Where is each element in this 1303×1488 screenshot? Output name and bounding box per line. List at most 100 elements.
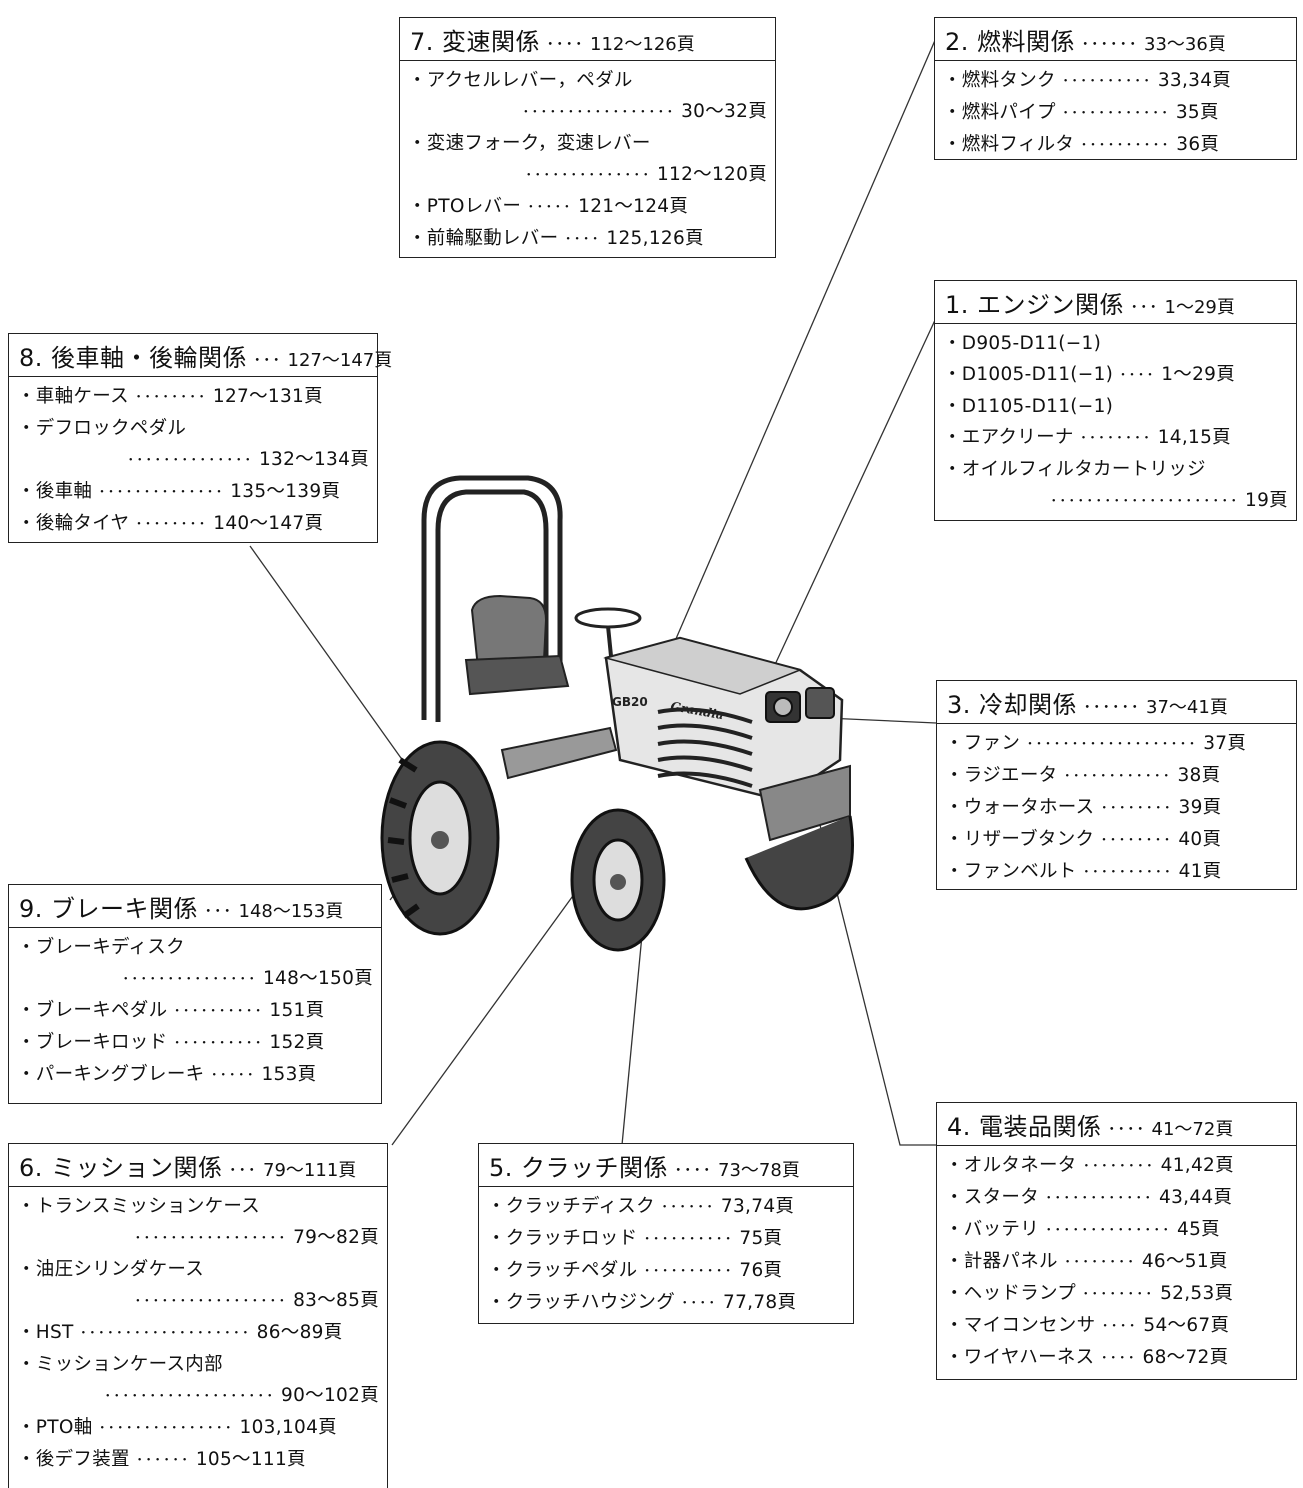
list-item: ・リザーブタンク････････40頁 bbox=[945, 829, 1222, 850]
section-pages: 1～29頁 bbox=[1164, 297, 1235, 318]
list-item: ・パーキングブレーキ･････153頁 bbox=[17, 1064, 317, 1085]
section-title: 9. ブレーキ関係 bbox=[19, 895, 199, 923]
list-item: ・ファン･･･････････････････37頁 bbox=[945, 733, 1247, 754]
section-box-fuel: 2. 燃料関係･･････33～36頁 ・燃料タンク･･････････33,3… bbox=[934, 17, 1297, 160]
list-item: ・バッテリ･･････････････45頁 bbox=[945, 1219, 1220, 1240]
list-item: ・D905-D11(−1) bbox=[943, 333, 1102, 354]
model-badge: GB20 bbox=[612, 695, 648, 709]
list-item: ・後車軸･･････････････135～139頁 bbox=[17, 481, 341, 502]
list-item: ･････････････････30～32頁 bbox=[522, 101, 767, 122]
list-item: ・D1105-D11(−1) bbox=[943, 396, 1114, 417]
seat-icon bbox=[464, 594, 570, 696]
dot-leader: ･･････ bbox=[1081, 35, 1139, 55]
headlight-icon bbox=[765, 687, 835, 723]
list-item: ・デフロックペダル bbox=[17, 418, 187, 439]
list-item: ・ブレーキペダル･･････････151頁 bbox=[17, 1000, 325, 1021]
list-item: ・PTOレバー･････121～124頁 bbox=[408, 196, 689, 217]
list-item: ・クラッチハウジング････77,78頁 bbox=[487, 1292, 797, 1313]
list-item: ・D1005-D11(−1)････1～29頁 bbox=[943, 364, 1236, 385]
list-item: ・ラジエータ････････････38頁 bbox=[945, 765, 1221, 786]
item-list: ・オルタネータ････････41,42頁 ・スタータ････････････4… bbox=[937, 1146, 1296, 1378]
list-item: ・後デフ装置･･････105～111頁 bbox=[17, 1449, 306, 1470]
section-pages: 112～126頁 bbox=[590, 34, 695, 55]
item-list: ・クラッチディスク･･････73,74頁 ・クラッチロッド･･････････… bbox=[479, 1187, 853, 1323]
section-box-engine: 1. エンジン関係･･･1～29頁 ・D905-D11(−1) ・D1005-D… bbox=[934, 280, 1297, 521]
section-title: 7. 変速関係 bbox=[410, 28, 541, 56]
dot-leader: ･･････ bbox=[1083, 698, 1141, 718]
section-pages: 148～153頁 bbox=[238, 901, 344, 922]
dot-leader: ････ bbox=[546, 35, 585, 55]
section-title: 5. クラッチ関係 bbox=[489, 1154, 669, 1182]
list-item: ・アクセルレバー，ペダル bbox=[408, 70, 633, 91]
list-item: ・クラッチロッド･･････････75頁 bbox=[487, 1228, 783, 1249]
section-title: 1. エンジン関係 bbox=[945, 291, 1125, 319]
item-list: ・ファン･･･････････････････37頁 ・ラジエータ･･･････… bbox=[937, 724, 1296, 892]
list-item: ・マイコンセンサ････54～67頁 bbox=[945, 1315, 1230, 1336]
list-item: ･････････････････79～82頁 bbox=[134, 1227, 379, 1248]
section-box-brake: 9. ブレーキ関係･･･148～153頁 ・ブレーキディスク ･････････… bbox=[8, 884, 382, 1104]
rear-wheel-icon bbox=[380, 740, 500, 936]
list-item: ・後輪タイヤ････････140～147頁 bbox=[17, 513, 324, 534]
section-header: 3. 冷却関係･･････37～41頁 bbox=[937, 681, 1296, 724]
rops-frame-icon bbox=[421, 475, 563, 722]
list-item: ・燃料パイプ････････････35頁 bbox=[943, 102, 1219, 123]
list-item: ・変速フォーク，変速レバー bbox=[408, 133, 651, 154]
list-item: ・前輪駆動レバー････125,126頁 bbox=[408, 228, 704, 249]
list-item: ･････････････････83～85頁 bbox=[134, 1290, 379, 1311]
list-item: ・ワイヤハーネス････68～72頁 bbox=[945, 1347, 1229, 1368]
dot-leader: ･･･ bbox=[253, 351, 282, 371]
hood-icon: GB20 Grandia bbox=[603, 636, 844, 802]
leader-line-fuel bbox=[671, 37, 937, 649]
section-box-mission: 6. ミッション関係･･･79～111頁 ・トランスミッションケース ･････… bbox=[8, 1143, 388, 1488]
section-title: 6. ミッション関係 bbox=[19, 1154, 223, 1182]
list-item: ・オイルフィルタカートリッジ bbox=[943, 459, 1206, 480]
dot-leader: ････ bbox=[674, 1161, 713, 1181]
item-list: ・D905-D11(−1) ・D1005-D11(−1)････1～29頁 ・D… bbox=[935, 324, 1296, 521]
section-title: 2. 燃料関係 bbox=[945, 28, 1076, 56]
section-title: 8. 後車軸・後輪関係 bbox=[19, 344, 248, 372]
section-pages: 73～78頁 bbox=[718, 1160, 800, 1181]
dot-leader: ･･･ bbox=[204, 902, 233, 922]
section-box-cooling: 3. 冷却関係･･････37～41頁 ・ファン････････････････… bbox=[936, 680, 1297, 890]
item-list: ・ブレーキディスク ･･･････････････148～150頁 ・ブレーキペ… bbox=[9, 928, 381, 1095]
list-item: ・ウォータホース････････39頁 bbox=[945, 797, 1222, 818]
list-item: ･････････････････････19頁 bbox=[1050, 490, 1288, 511]
section-header: 4. 電装品関係････41～72頁 bbox=[937, 1103, 1296, 1146]
section-box-transmission-shift: 7. 変速関係････112～126頁 ・アクセルレバー，ペダル ･･･････… bbox=[399, 17, 776, 258]
item-list: ・トランスミッションケース ･････････････････79～82頁 ・油… bbox=[9, 1187, 387, 1480]
item-list: ・アクセルレバー，ペダル ･････････････････30～32頁 ・変速… bbox=[400, 61, 775, 259]
section-pages: 127～147頁 bbox=[287, 350, 393, 371]
list-item: ・車軸ケース････････127～131頁 bbox=[17, 386, 323, 407]
item-list: ・車軸ケース････････127～131頁 ・デフロックペダル ･･･････… bbox=[9, 377, 377, 544]
list-item: ・オルタネータ････････41,42頁 bbox=[945, 1155, 1234, 1176]
list-item: ･･････････････132～134頁 bbox=[126, 449, 369, 470]
list-item: ・ブレーキディスク bbox=[17, 937, 185, 958]
section-pages: 37～41頁 bbox=[1146, 697, 1228, 718]
list-item: ･･･････････････････90～102頁 bbox=[104, 1385, 379, 1406]
dot-leader: ･･･ bbox=[1130, 298, 1159, 318]
section-pages: 79～111頁 bbox=[263, 1160, 357, 1181]
section-header: 1. エンジン関係･･･1～29頁 bbox=[935, 281, 1296, 324]
list-item: ・計器パネル････････46～51頁 bbox=[945, 1251, 1228, 1272]
list-item: ・燃料タンク･･････････33,34頁 bbox=[943, 70, 1232, 91]
list-item: ・クラッチディスク･･････73,74頁 bbox=[487, 1196, 795, 1217]
section-header: 5. クラッチ関係････73～78頁 bbox=[479, 1144, 853, 1187]
grille-icon bbox=[657, 707, 753, 788]
steering-wheel-icon bbox=[574, 607, 642, 629]
list-item: ・燃料フィルタ･･････････36頁 bbox=[943, 134, 1220, 155]
list-item: ・スタータ････････････43,44頁 bbox=[945, 1187, 1233, 1208]
section-title: 3. 冷却関係 bbox=[947, 691, 1078, 719]
dot-leader: ･･･ bbox=[228, 1161, 258, 1181]
dot-leader: ････ bbox=[1107, 1120, 1146, 1140]
section-header: 2. 燃料関係･･････33～36頁 bbox=[935, 18, 1296, 61]
section-box-electrical: 4. 電装品関係････41～72頁 ・オルタネータ････････41,42頁… bbox=[936, 1102, 1297, 1380]
right-rear-wheel-icon bbox=[744, 815, 854, 911]
list-item: ・油圧シリンダケース bbox=[17, 1259, 205, 1280]
list-item: ･･････････････112～120頁 bbox=[524, 164, 767, 185]
section-pages: 41～72頁 bbox=[1151, 1119, 1234, 1140]
section-box-clutch: 5. クラッチ関係････73～78頁 ・クラッチディスク･･････73,74… bbox=[478, 1143, 854, 1324]
list-item: ・トランスミッションケース bbox=[17, 1196, 261, 1217]
tractor-illustration: GB20 Grandia bbox=[380, 475, 854, 952]
list-item: ・PTO軸･･･････････････103,104頁 bbox=[17, 1417, 337, 1438]
section-box-rear-axle: 8. 後車軸・後輪関係･･･127～147頁 ・車軸ケース････････127… bbox=[8, 333, 392, 544]
